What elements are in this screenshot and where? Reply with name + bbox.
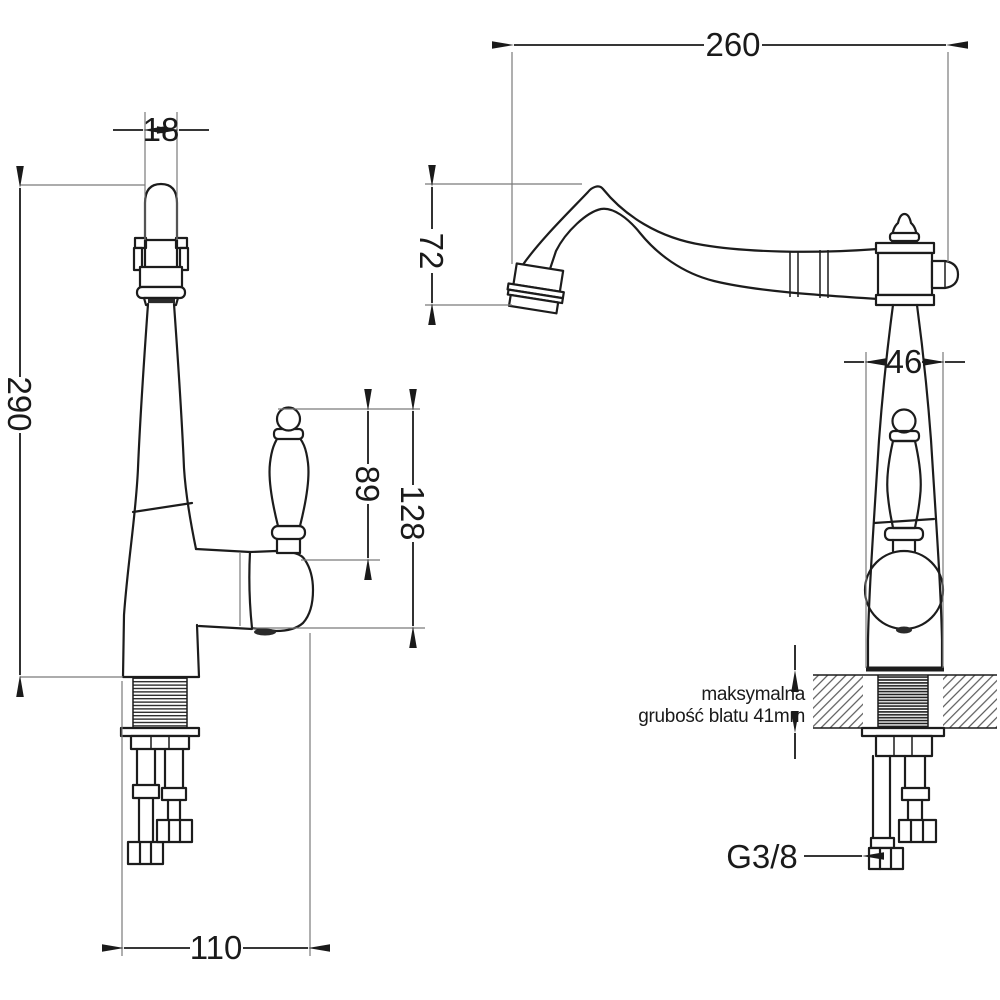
- valve-housing: [248, 549, 315, 633]
- spout-curve-inner: [548, 207, 880, 301]
- body-seam: [131, 501, 194, 514]
- threaded-stem: [132, 676, 188, 729]
- dimension-lines: [16, 41, 968, 952]
- countertop-note-line1: maksymalna: [701, 684, 805, 705]
- dimension-spout-drop: 72: [413, 233, 450, 270]
- dimension-handle-to-outlet: 89: [349, 466, 386, 503]
- finial-collar: [888, 231, 921, 243]
- handle-ring: [270, 524, 307, 541]
- handle-ball: [275, 406, 302, 432]
- dimension-spout-tube-width: 18: [143, 111, 180, 148]
- collar-bracket-left: [132, 246, 144, 272]
- countertop-note-line2: grubość blatu 41mm: [638, 706, 805, 727]
- countertop-hatch-right: [943, 675, 997, 728]
- dimension-total-height: 290: [1, 376, 38, 431]
- extension-lines: [20, 52, 949, 956]
- mounting-nut-front: [874, 734, 934, 758]
- outlet-tip-front: [896, 626, 912, 634]
- supply-hoses-front-view: [867, 754, 938, 871]
- supply-hoses-left-view: [126, 747, 194, 866]
- mounting-nut: [129, 734, 191, 751]
- handle-body: [268, 435, 310, 528]
- aerator-screen: [148, 299, 175, 303]
- countertop-section: [813, 674, 997, 729]
- valve-top-flange: [874, 241, 936, 255]
- label-connection-thread: G3/8: [726, 838, 798, 875]
- dimension-handle-to-spout-tip: 128: [394, 485, 431, 540]
- outlet-tip: [254, 628, 276, 636]
- column-seam: [872, 517, 936, 525]
- threaded-stem-front: [878, 675, 928, 728]
- body-step: [194, 547, 252, 554]
- body-outline: [121, 302, 201, 679]
- collar-bracket-right: [178, 246, 190, 272]
- mounting-flange: [119, 726, 201, 738]
- spout-tube: [143, 182, 179, 242]
- dimension-base-width: 46: [886, 343, 923, 380]
- dimension-base-depth: 110: [190, 929, 243, 966]
- body-fill: [123, 304, 199, 677]
- spout-outlet-fitting: [506, 262, 565, 315]
- valve-bottom-flange: [874, 293, 936, 307]
- collar-ring: [135, 285, 187, 300]
- countertop-hatch-left: [813, 675, 863, 728]
- right-view-faucet-front: [506, 185, 997, 871]
- valve-cylinder: [876, 251, 934, 297]
- left-view-faucet-side: [119, 182, 315, 866]
- collar-block: [138, 265, 184, 289]
- dimension-spout-reach: 260: [705, 26, 760, 63]
- mounting-flange-front: [860, 726, 946, 738]
- spout-ribs: [789, 250, 829, 298]
- body-bottom-joint: [197, 624, 254, 631]
- spout-curve-outer: [520, 185, 880, 268]
